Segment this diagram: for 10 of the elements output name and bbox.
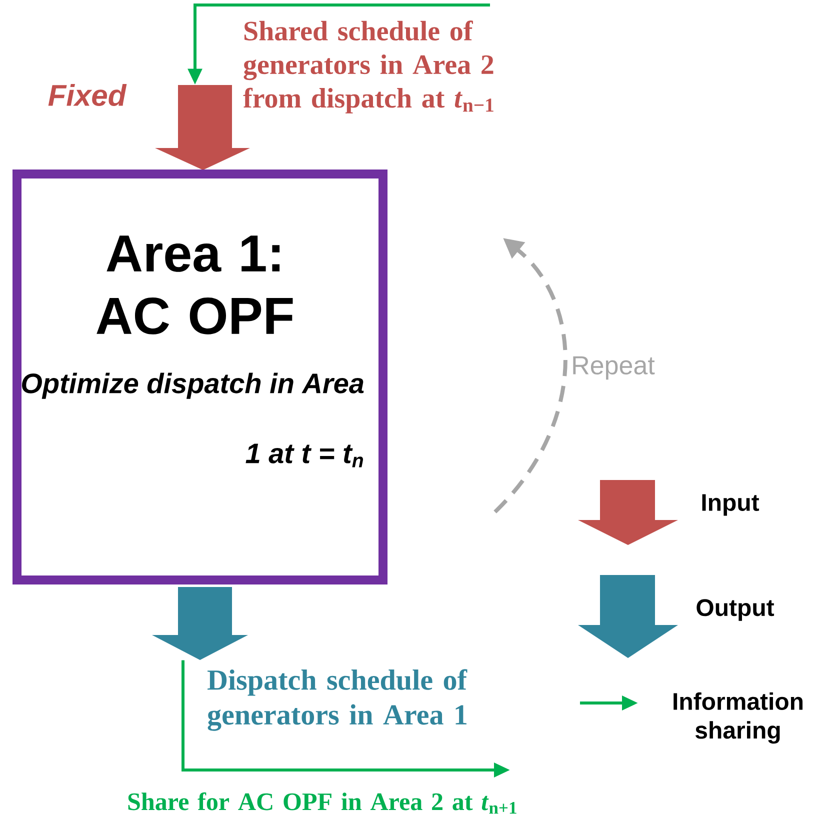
side-label: Fixed (48, 84, 127, 106)
note-text: Share for AC OPF in Area 2 at t$_{n+1}$ (128, 792, 516, 814)
cycle-label: Repeat (573, 356, 655, 380)
note-text: Shared schedule of generators in Area 2 from dispatch at t$_{n−1}$ (243, 20, 494, 114)
legend-text: Input (702, 494, 760, 516)
legend-text: Output (696, 599, 774, 621)
process-box: Area 1: AC OPF Optimize dispatch in Area 1 at t = t$_{n}$ (12, 170, 388, 584)
legend-text: Information sharing (674, 692, 802, 744)
note-text: Dispatch schedule of generators in Area 1 (208, 669, 468, 731)
block-arrow (152, 587, 248, 660)
